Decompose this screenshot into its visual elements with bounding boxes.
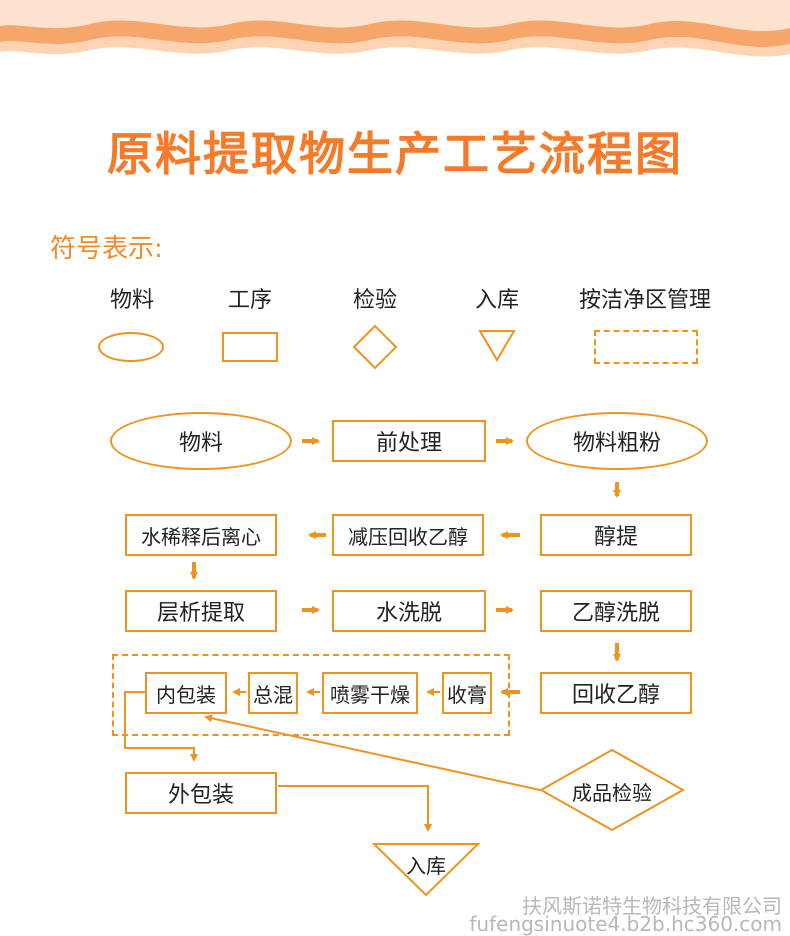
node-outer-pack: 外包装 [125,772,277,814]
node-coarse-powder: 物料粗粉 [526,412,708,470]
node-inner-pack: 内包装 [145,672,227,714]
legend-diamond-icon [352,324,398,370]
node-water-wash: 水洗脱 [332,590,486,632]
legend-heading: 符号表示: [50,234,163,264]
node-ethanol-recovery: 回收乙醇 [540,672,692,714]
arrow-outerpack-to-warehouse [278,785,432,832]
legend-ellipse-icon [98,332,164,362]
node-pretreatment: 前处理 [332,420,486,462]
node-material: 物料 [110,412,292,470]
node-total-mix: 总混 [248,672,298,714]
node-alcohol-extraction: 醇提 [540,514,692,556]
node-vacuum-recovery: 减压回收乙醇 [332,514,484,556]
node-water-dilution: 水稀释后离心 [125,514,277,556]
diagram-title: 原料提取物生产工艺流程图 [107,127,683,181]
legend-label-process: 工序 [227,288,272,313]
legend-rectangle-icon [222,332,278,362]
node-concentrate: 收膏 [442,672,492,714]
node-warehouse-label: 入库 [406,854,446,878]
watermark-url: fufengsinuote4.b2b.hc360.com [469,912,782,936]
header-wave [0,0,790,57]
watermark-company: 扶风斯诺特生物科技有限公司 [522,894,782,918]
legend-dashed-rectangle-icon [594,330,698,364]
legend-triangle-icon [478,330,516,362]
node-ethanol-elution: 乙醇洗脱 [540,590,692,632]
legend-label-clean-zone: 按洁净区管理 [578,288,711,313]
node-product-inspection-label: 成品检验 [572,781,652,805]
legend-label-material: 物料 [109,288,154,313]
node-chromatography: 层析提取 [125,590,277,632]
node-spray-dry: 喷雾干燥 [322,672,418,714]
legend-label-warehouse: 入库 [474,288,519,313]
legend-label-inspection: 检验 [352,288,397,313]
